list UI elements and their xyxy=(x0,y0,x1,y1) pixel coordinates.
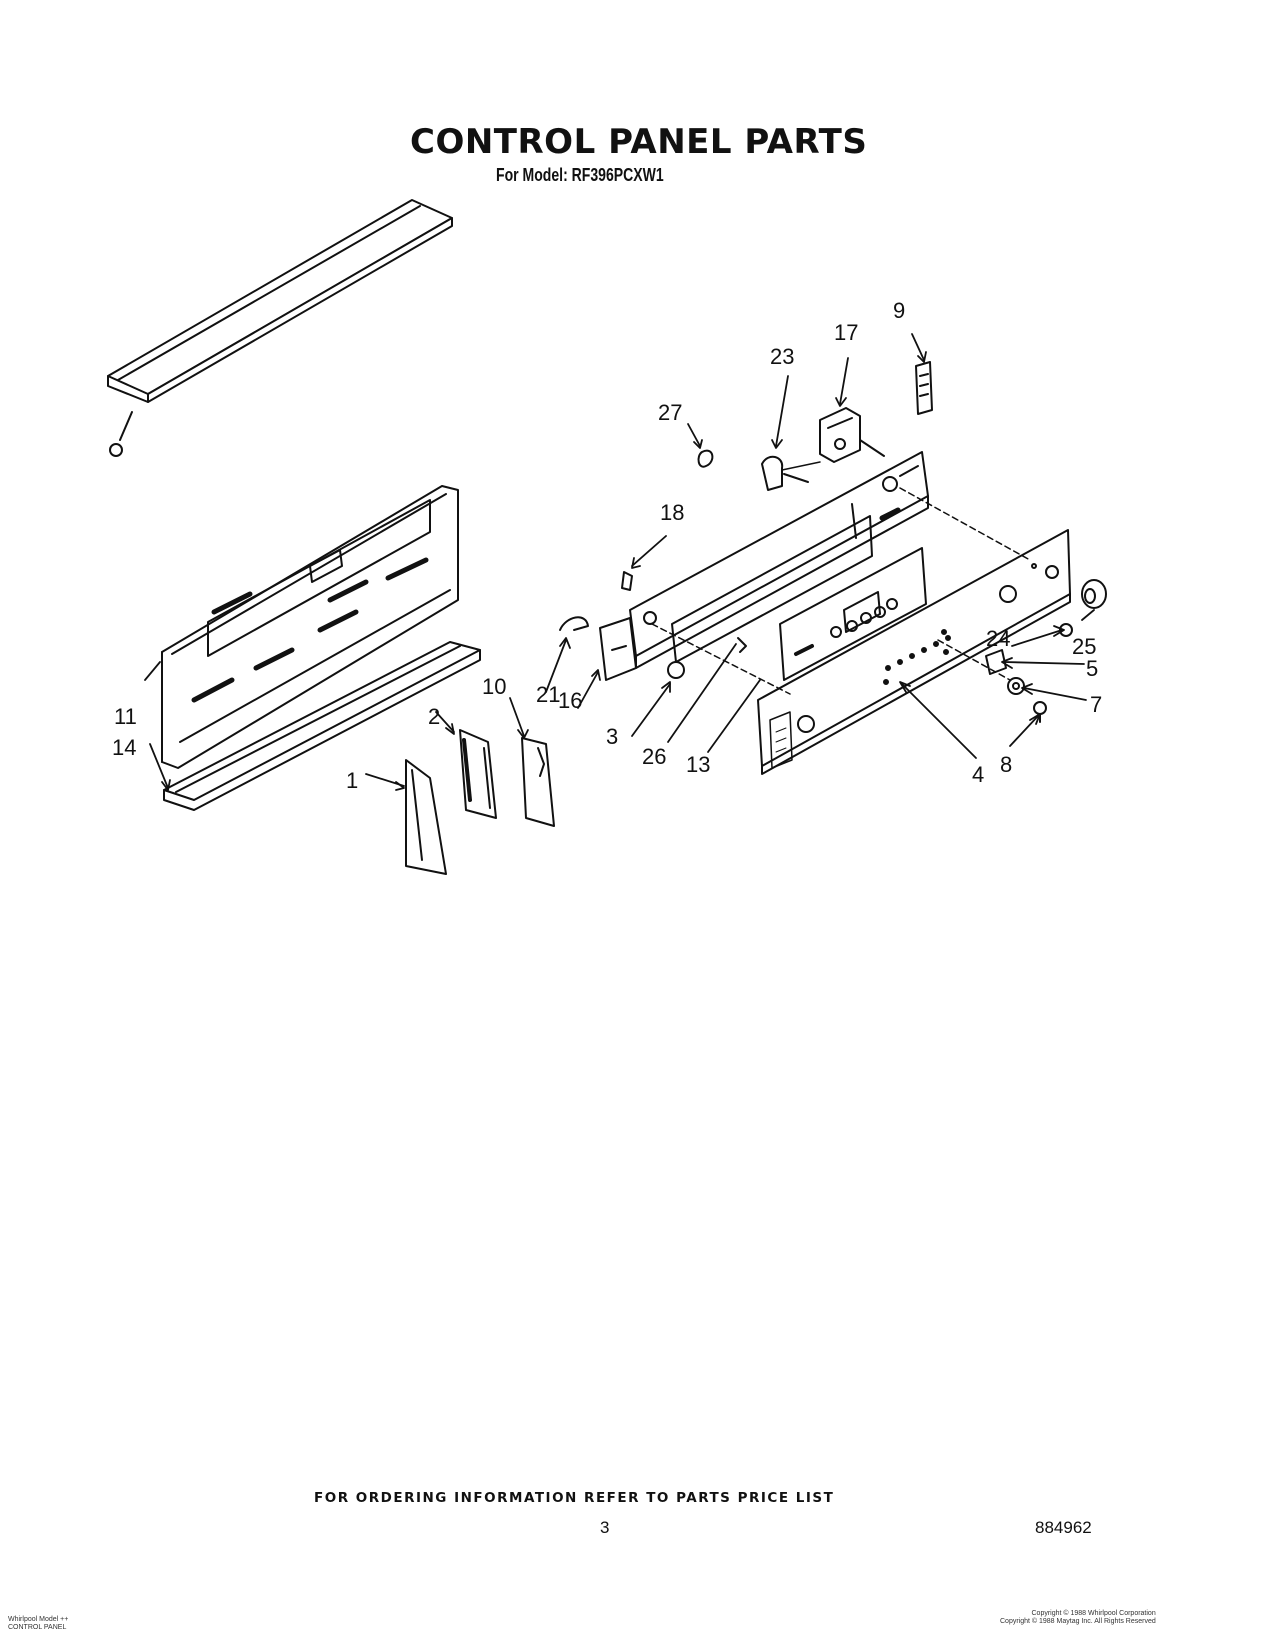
callout-5: 5 xyxy=(1086,656,1098,681)
callout-9: 9 xyxy=(893,298,905,323)
callout-18: 18 xyxy=(660,500,684,525)
document-number: 884962 xyxy=(1035,1518,1092,1537)
copyright-line1: Copyright © 1988 Whirlpool Corporation xyxy=(1031,1610,1156,1617)
switch-part-17 xyxy=(819,407,885,463)
callout-3: 3 xyxy=(606,724,618,749)
bracket-part-2 xyxy=(459,729,497,819)
spacer-part-5 xyxy=(985,649,1007,675)
callout-25: 25 xyxy=(1072,634,1096,659)
footer-left-note: Whirlpool Model ++ CONTROL PANEL xyxy=(8,1616,68,1632)
model-subtitle: For Model: RF396PCXW1 xyxy=(496,165,664,185)
connector-part-23 xyxy=(761,455,809,491)
assembly-guide-lines xyxy=(651,461,1031,695)
back-panel-part-11 xyxy=(161,485,459,769)
callout-14: 14 xyxy=(112,735,136,760)
callout-13: 13 xyxy=(686,752,710,777)
callout-7: 7 xyxy=(1090,692,1102,717)
indicator-part-9 xyxy=(915,361,933,415)
grommet-part-7 xyxy=(1007,677,1025,695)
callout-21: 21 xyxy=(536,682,560,707)
leader-arrows xyxy=(144,333,1095,791)
trim-screw xyxy=(109,411,133,457)
fastener-part-27 xyxy=(697,449,714,468)
control-board xyxy=(779,547,927,681)
callout-11: 11 xyxy=(114,704,137,729)
footer-left-note-line1: Whirlpool Model ++ xyxy=(8,1616,69,1623)
page-number: 3 xyxy=(600,1518,610,1537)
footer-left-note-line2: CONTROL PANEL xyxy=(8,1624,67,1631)
callout-24: 24 xyxy=(986,626,1010,651)
callout-17: 17 xyxy=(834,320,858,345)
front-control-panel-part-4 xyxy=(757,529,1071,775)
copyright-line2: Copyright © 1988 Maytag Inc. All Rights … xyxy=(1000,1618,1156,1625)
control-housing-part-13 xyxy=(629,451,929,669)
bracket-part-1 xyxy=(405,759,447,875)
callout-23: 23 xyxy=(770,344,794,369)
copyright-notice: Copyright © 1988 Whirlpool Corporation C… xyxy=(1000,1610,1156,1626)
bottom-rail-part-14 xyxy=(163,641,481,811)
callout-labels: 9 17 23 27 18 11 14 2 10 1 21 16 3 26 13… xyxy=(112,298,1102,793)
clip-part-26 xyxy=(737,637,747,653)
bracket-part-10 xyxy=(521,737,555,827)
page-title: CONTROL PANEL PARTS xyxy=(410,122,868,162)
knob-part-25 xyxy=(1081,579,1107,609)
callout-16: 16 xyxy=(558,688,582,713)
end-bracket-part-16 xyxy=(599,617,637,681)
screw-part-3 xyxy=(667,661,685,679)
ordering-info-note: FOR ORDERING INFORMATION REFER TO PARTS … xyxy=(314,1490,835,1506)
callout-27: 27 xyxy=(658,400,682,425)
callout-2: 2 xyxy=(428,704,440,729)
callout-10: 10 xyxy=(482,674,506,699)
callout-8: 8 xyxy=(1000,752,1012,777)
top-trim-bar xyxy=(107,199,453,403)
clip-part-21 xyxy=(559,616,589,631)
callout-4: 4 xyxy=(972,762,984,787)
callout-26: 26 xyxy=(642,744,666,769)
fastener-part-18 xyxy=(621,571,633,591)
callout-1: 1 xyxy=(346,768,358,793)
